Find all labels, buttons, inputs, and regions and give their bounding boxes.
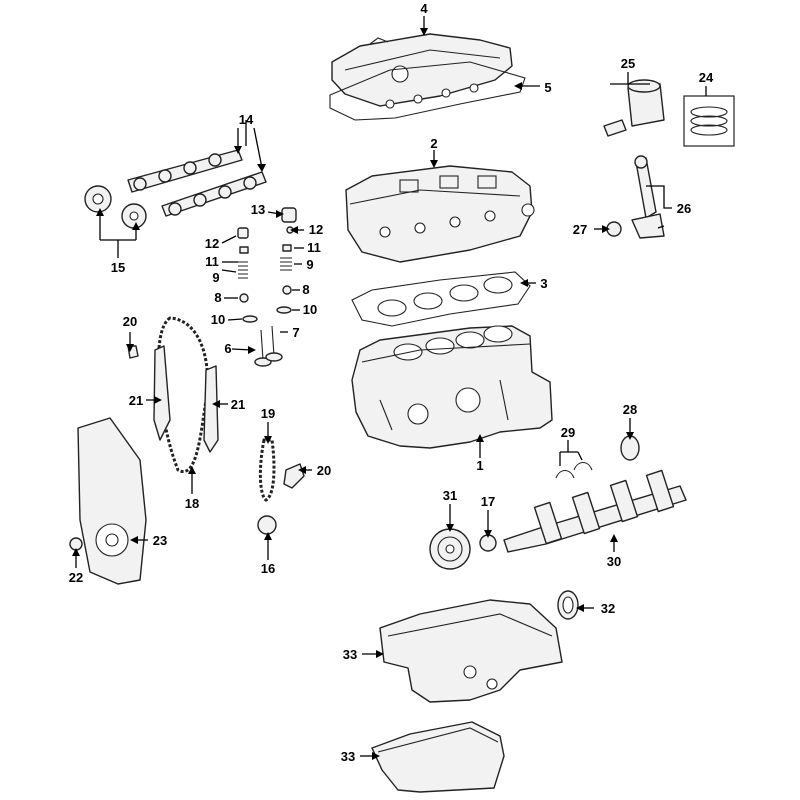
cylinder-head: [345, 165, 535, 263]
callout-15: 15: [111, 260, 125, 275]
callout-27: 27: [573, 222, 587, 237]
head-gasket: [351, 271, 531, 327]
callout-10a: 10: [211, 312, 225, 327]
callout-33b: 33: [341, 749, 355, 764]
callout-1: 1: [476, 458, 483, 473]
rear-main-seal: [557, 590, 579, 620]
callout-25: 25: [621, 56, 635, 71]
callout-5: 5: [544, 80, 551, 95]
callout-28: 28: [623, 402, 637, 417]
callout-13: 13: [251, 202, 265, 217]
callout-26: 26: [677, 201, 691, 216]
oil-pan-upper: [379, 599, 563, 703]
callout-31: 31: [443, 488, 457, 503]
crankshaft: [503, 469, 687, 553]
balance-chain: [257, 438, 305, 535]
crank-pulley: [429, 528, 497, 570]
valve-cover-gasket: [329, 61, 526, 121]
callout-9b: 9: [306, 257, 313, 272]
callout-32: 32: [601, 601, 615, 616]
camshafts: [127, 149, 267, 217]
callout-16: 16: [261, 561, 275, 576]
valve-cover: [331, 33, 513, 107]
engine-block: [351, 325, 553, 449]
callout-30: 30: [607, 554, 621, 569]
callout-33a: 33: [343, 647, 357, 662]
callout-21a: 21: [129, 393, 143, 408]
valve-train: [237, 207, 297, 367]
callout-20a: 20: [123, 314, 137, 329]
callout-22: 22: [69, 570, 83, 585]
callout-14: 14: [239, 112, 254, 127]
callout-10b: 10: [303, 302, 317, 317]
piston: [603, 79, 665, 137]
callout-8b: 8: [302, 282, 309, 297]
callout-24: 24: [699, 70, 714, 85]
main-bearings: [555, 435, 640, 479]
connecting-rod: [606, 155, 665, 239]
oil-pan-lower: [371, 721, 505, 793]
leader-lines: [72, 16, 707, 760]
callout-labels: 4 5 2 3 1 6 7 8 8 9 9 10 10 11 11 12 12 …: [69, 1, 714, 764]
callout-8a: 8: [214, 290, 221, 305]
callout-6: 6: [224, 341, 231, 356]
cam-sprockets: [84, 185, 147, 229]
timing-cover: [69, 417, 147, 585]
piston-rings: [683, 95, 735, 147]
callout-19: 19: [261, 406, 275, 421]
callout-17: 17: [481, 494, 495, 509]
callout-12a: 12: [205, 236, 219, 251]
callout-2: 2: [430, 136, 437, 151]
callout-11b: 11: [307, 240, 321, 255]
callout-11a: 11: [205, 254, 219, 269]
callout-4: 4: [420, 1, 428, 16]
callout-21b: 21: [231, 397, 245, 412]
callout-7: 7: [292, 325, 299, 340]
callout-12b: 12: [309, 222, 323, 237]
callout-29: 29: [561, 425, 575, 440]
callout-18: 18: [185, 496, 199, 511]
callout-20b: 20: [317, 463, 331, 478]
callout-3: 3: [540, 276, 547, 291]
callout-9a: 9: [212, 270, 219, 285]
callout-23: 23: [153, 533, 167, 548]
